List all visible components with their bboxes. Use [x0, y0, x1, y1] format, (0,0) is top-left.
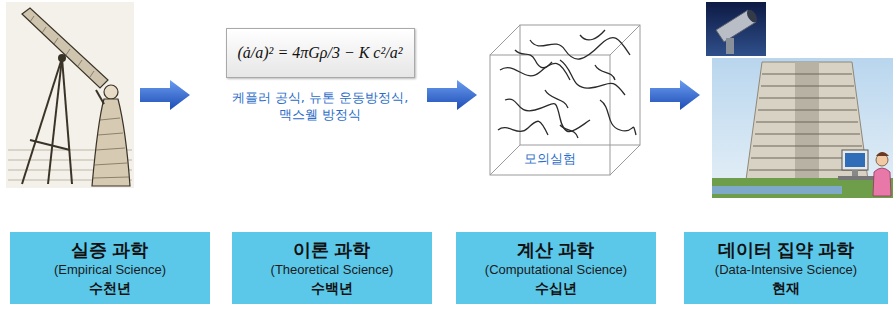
laboratory-building-photo — [712, 58, 893, 198]
era-period: 현재 — [772, 279, 800, 297]
telescope-engraving — [30, 16, 34, 22]
telescope-photo — [706, 2, 766, 56]
telescope-engraving — [66, 49, 70, 55]
laboratory-building-photo — [758, 109, 857, 110]
computer-user-icon — [852, 170, 858, 176]
era-english-name: (Theoretical Science) — [271, 262, 394, 279]
telescope-engraving — [30, 140, 70, 150]
computer-user-icon — [838, 176, 874, 180]
laboratory-building-photo — [759, 97, 855, 98]
computer-user-icon — [838, 150, 891, 196]
era-english-name: (Data-Intensive Science) — [715, 262, 857, 279]
era-box: 실증 과학(Empirical Science)수천년 — [10, 232, 210, 304]
telescope-engraving — [58, 54, 66, 62]
laboratory-building-photo — [753, 145, 862, 146]
laboratory-building-photo — [746, 62, 868, 180]
flow-arrow — [427, 80, 477, 110]
telescope-engraving — [98, 133, 123, 135]
era-period: 수십년 — [535, 279, 577, 297]
laboratory-building-photo — [795, 62, 819, 180]
simulation-cube — [595, 65, 615, 80]
telescope-engraving — [100, 118, 120, 120]
telescope-engraving — [48, 58, 62, 184]
flow-arrow — [427, 80, 477, 110]
simulation-cube — [580, 30, 605, 40]
telescope-engraving — [22, 8, 108, 88]
simulation-cube — [530, 38, 630, 59]
simulation-cube — [600, 100, 636, 135]
equation-text: (ȧ/a)² = 4πGρ/3 − K c²/a² — [238, 44, 403, 62]
simulation-cube — [490, 145, 520, 175]
telescope-engraving — [94, 163, 127, 165]
telescope-engraving — [104, 85, 118, 99]
simulation-cube — [560, 125, 578, 138]
simulation-cube — [560, 60, 625, 95]
flow-arrow — [140, 80, 190, 110]
simulation-cube — [490, 25, 640, 175]
telescope-photo — [726, 38, 734, 54]
flow-arrow — [650, 80, 700, 110]
telescope-engraving — [62, 58, 72, 184]
laboratory-building-photo — [712, 58, 893, 198]
simulation-cube — [490, 25, 640, 175]
era-title: 데이터 집약 과학 — [718, 239, 854, 262]
simulation-cube — [490, 55, 610, 175]
handwritten-caption: 모의실험 — [515, 151, 585, 168]
laboratory-building-photo — [749, 74, 866, 170]
telescope-engraving — [54, 38, 58, 44]
flow-arrow — [140, 80, 190, 110]
era-title: 이론 과학 — [293, 239, 370, 262]
computer-user-icon — [842, 150, 868, 170]
simulation-cube — [505, 99, 590, 131]
laboratory-building-photo — [761, 85, 854, 86]
simulation-cube — [500, 63, 570, 80]
computer-user-icon — [845, 153, 865, 167]
telescope-engraving — [6, 2, 134, 188]
laboratory-building-photo — [712, 178, 893, 198]
simulation-cube — [610, 25, 640, 55]
telescope-engraving — [92, 99, 130, 186]
telescope-engraving — [22, 58, 72, 184]
simulation-cube — [498, 121, 548, 135]
telescope-engraving — [78, 60, 82, 66]
laboratory-building-photo — [712, 186, 842, 194]
telescope-engraving — [22, 58, 62, 184]
telescope-engraving — [96, 148, 125, 150]
era-period: 수백년 — [311, 279, 353, 297]
simulation-cube — [610, 145, 640, 175]
simulation-cube — [515, 50, 552, 68]
telescope-photo — [706, 2, 766, 56]
simulation-cube — [498, 30, 636, 138]
telescope-photo — [745, 8, 759, 24]
flow-arrow — [650, 80, 700, 110]
era-english-name: (Empirical Science) — [54, 262, 166, 279]
telescope-engraving — [93, 177, 129, 178]
simulation-cube — [545, 90, 568, 108]
telescope-engraving — [42, 27, 46, 33]
era-english-name: (Computational Science) — [485, 262, 627, 279]
computer-user-icon — [876, 152, 889, 156]
computer-user-icon — [873, 168, 891, 196]
era-title: 실증 과학 — [71, 239, 148, 262]
era-period: 수천년 — [89, 279, 131, 297]
telescope-engraving — [96, 90, 104, 104]
equation-box: (ȧ/a)² = 4πGρ/3 − K c²/a² — [226, 28, 415, 78]
laboratory-building-photo — [756, 121, 858, 122]
handwritten-caption: 케플러 공식, 뉴톤 운동방정식, 맥스웰 방정식 — [228, 90, 412, 124]
laboratory-building-photo — [755, 133, 860, 134]
era-box: 계산 과학(Computational Science)수십년 — [456, 232, 656, 304]
telescope-engraving — [90, 71, 94, 77]
era-title: 계산 과학 — [517, 239, 594, 262]
era-box: 데이터 집약 과학(Data-Intensive Science)현재 — [684, 232, 888, 304]
telescope-engraving — [93, 118, 129, 178]
era-box: 이론 과학(Theoretical Science)수백년 — [232, 232, 432, 304]
telescope-engraving — [6, 2, 134, 188]
laboratory-building-photo — [762, 73, 852, 74]
